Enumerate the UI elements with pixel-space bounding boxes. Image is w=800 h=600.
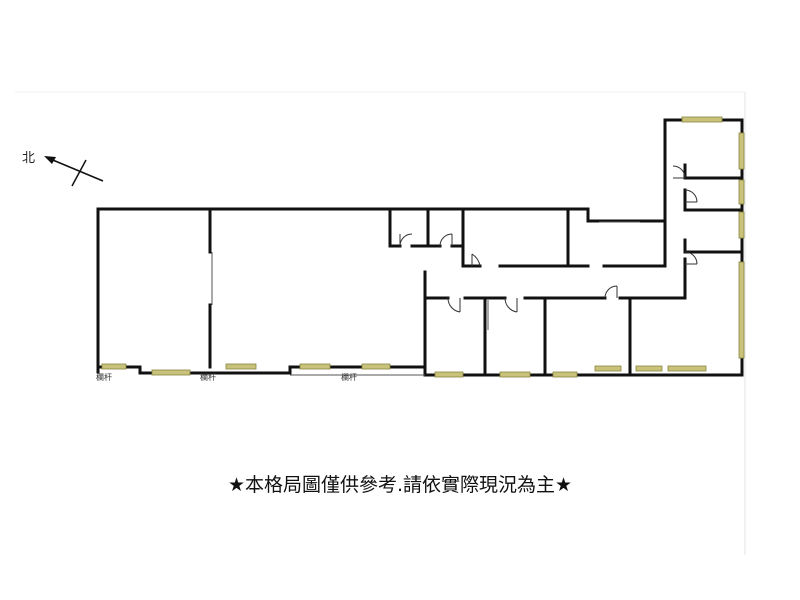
disclaimer-caption: ★本格局圖僅供參考.請依實際現況為主★ <box>227 474 573 496</box>
windows <box>101 116 745 378</box>
railing-label-1: 欄杆 <box>96 373 112 382</box>
railing-label-2: 欄杆 <box>200 373 216 382</box>
railing-label-3: 欄杆 <box>341 373 357 382</box>
north-arrow-icon <box>44 156 104 187</box>
interior-walls <box>208 163 744 377</box>
north-label: 北 <box>22 151 36 166</box>
doors <box>399 165 698 313</box>
